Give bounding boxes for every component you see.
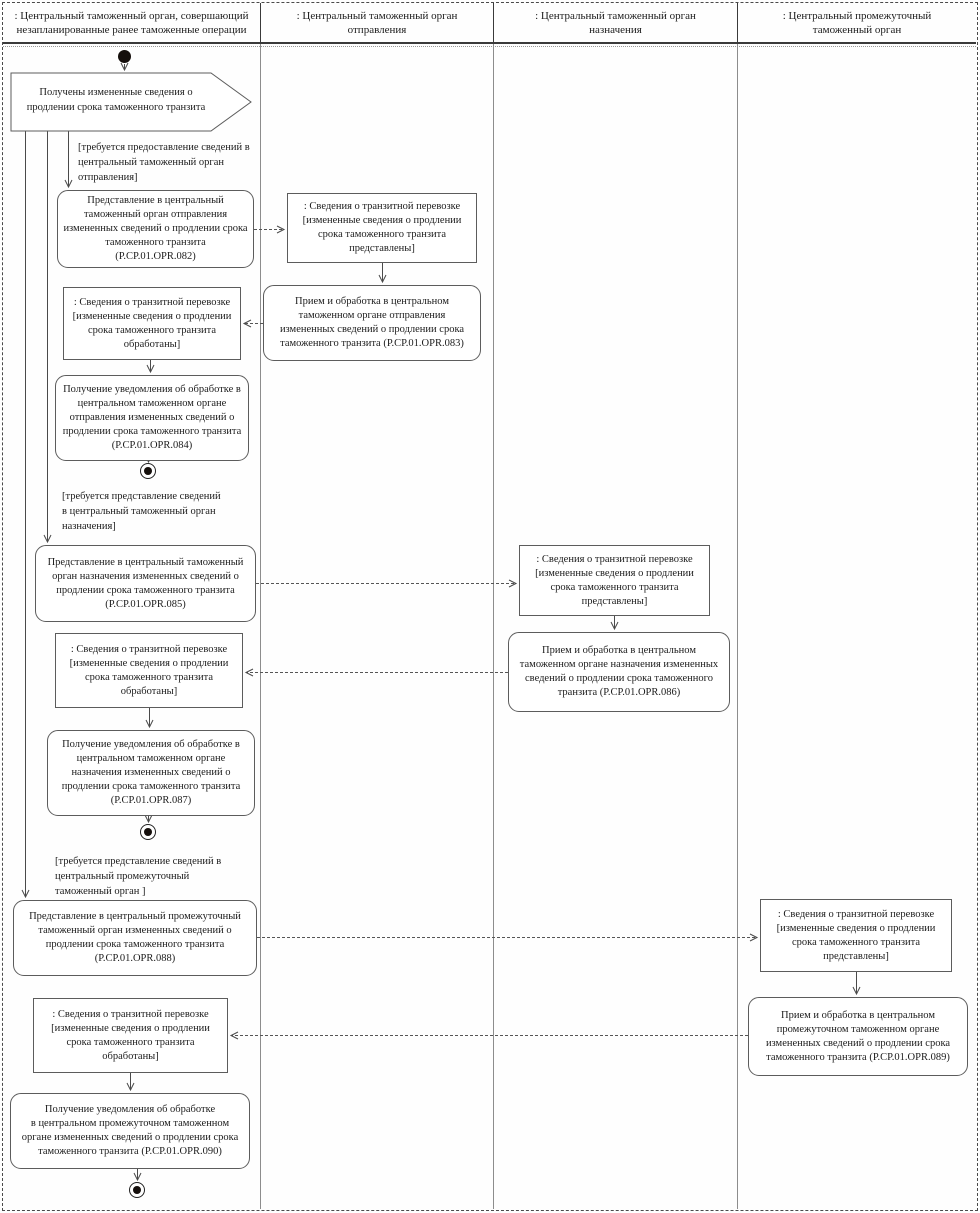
activity-opr087: Получение уведомления об обработке в цен… bbox=[47, 730, 255, 816]
guard-to-departure: [требуется предоставление сведений в цен… bbox=[78, 142, 250, 183]
lane-divider bbox=[493, 44, 494, 1209]
activity-opr082: Представление в центральный таможенный о… bbox=[57, 190, 254, 268]
activity-opr084: Получение уведомления об обработке в цен… bbox=[55, 375, 249, 461]
signal-received-label: Получены измененные сведения о продлении… bbox=[26, 87, 206, 113]
object-node-intermediate-processed: : Сведения о транзитной перевозке [измен… bbox=[33, 998, 228, 1073]
header-underline bbox=[3, 46, 976, 47]
signal-received-shape bbox=[10, 72, 252, 132]
activity-opr086: Прием и обработка в центральном таможенн… bbox=[508, 632, 730, 712]
guard-to-intermediate: [требуется представление сведений в цент… bbox=[55, 856, 222, 897]
guard-to-destination: [требуется представление сведений в цент… bbox=[62, 491, 221, 532]
initial-node bbox=[118, 50, 131, 63]
swimlane-header-intermediate-org: : Центральный промежуточный таможенный о… bbox=[737, 3, 976, 42]
activity-opr083: Прием и обработка в центральном таможенн… bbox=[263, 285, 481, 361]
final-node-departure bbox=[140, 463, 156, 479]
activity-opr090: Получение уведомления об обработке в цен… bbox=[10, 1093, 250, 1169]
final-node-intermediate bbox=[129, 1182, 145, 1198]
activity-opr085: Представление в центральный таможенный о… bbox=[35, 545, 256, 622]
activity-opr088: Представление в центральный промежуточны… bbox=[13, 900, 257, 976]
lane-divider bbox=[737, 44, 738, 1209]
swimlane-header-destination-org: : Центральный таможенный орган назначени… bbox=[493, 3, 737, 42]
swimlane-header-departure-org: : Центральный таможенный орган отправлен… bbox=[260, 3, 493, 42]
object-node-departure-presented: : Сведения о транзитной перевозке [измен… bbox=[287, 193, 477, 263]
object-node-intermediate-presented: : Сведения о транзитной перевозке [измен… bbox=[760, 899, 952, 972]
final-node-destination bbox=[140, 824, 156, 840]
swimlane-header-row: : Центральный таможенный орган, совершаю… bbox=[3, 3, 976, 44]
activity-opr089: Прием и обработка в центральном промежут… bbox=[748, 997, 968, 1076]
lane-divider bbox=[260, 44, 261, 1209]
object-node-departure-processed: : Сведения о транзитной перевозке [измен… bbox=[63, 287, 241, 360]
swimlane-header-unplanned-org: : Центральный таможенный орган, совершаю… bbox=[14, 9, 249, 36]
object-node-destination-processed: : Сведения о транзитной перевозке [измен… bbox=[55, 633, 243, 708]
object-node-destination-presented: : Сведения о транзитной перевозке [измен… bbox=[519, 545, 710, 616]
